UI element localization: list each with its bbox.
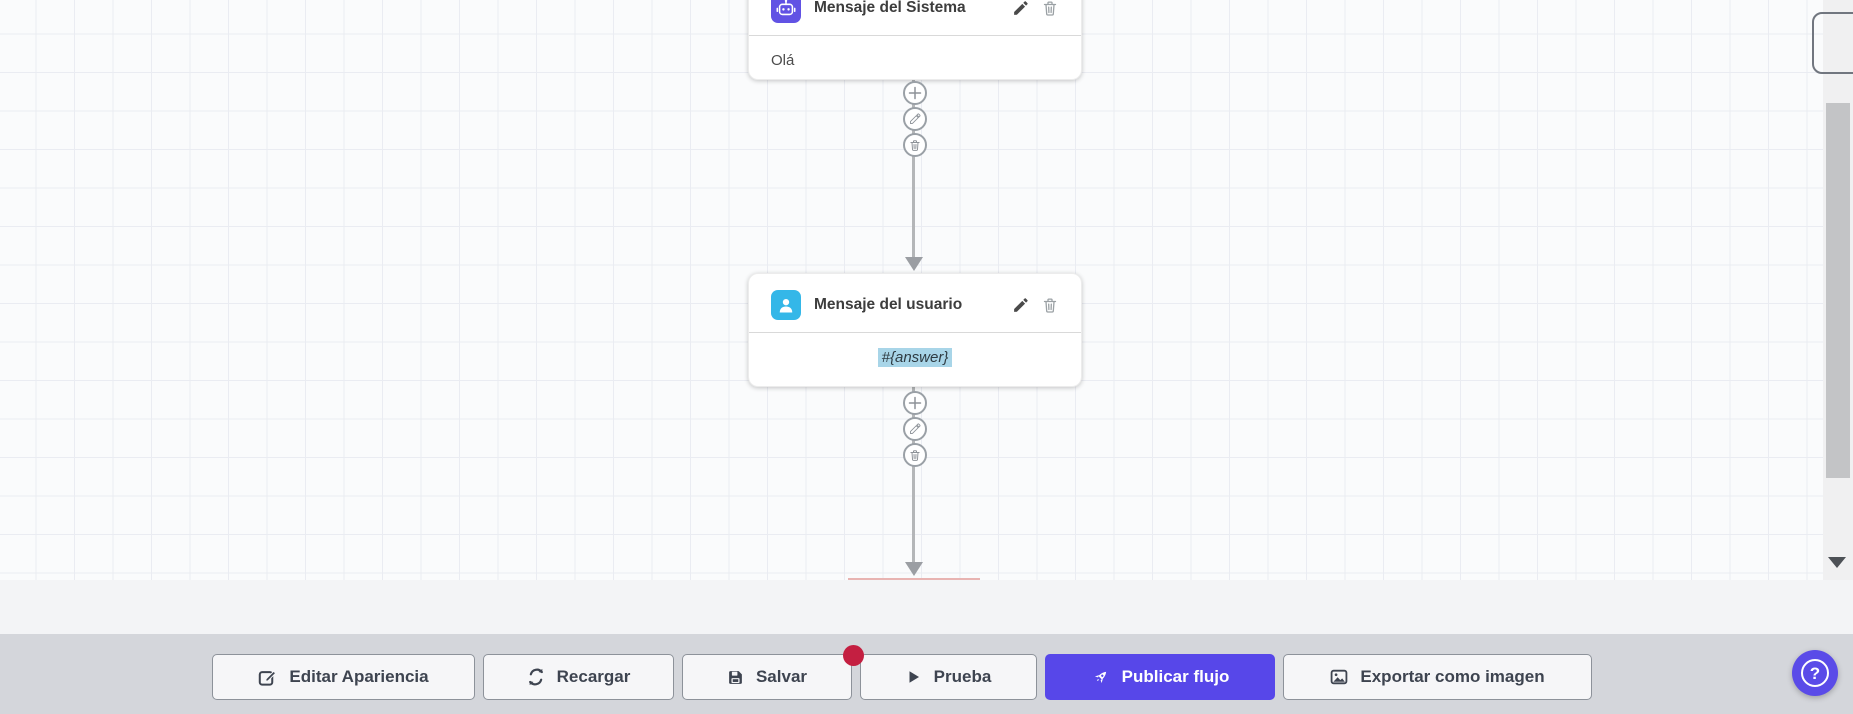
bottom-toolbar: Editar Apariencia Recargar xyxy=(0,634,1853,714)
play-icon xyxy=(906,669,922,685)
delete-connector-button[interactable] xyxy=(903,443,927,467)
publish-flow-button[interactable]: Publicar flujo xyxy=(1045,654,1275,700)
rocket-icon xyxy=(1091,668,1110,687)
divider xyxy=(749,35,1081,36)
connector-line xyxy=(912,387,915,563)
export-image-button[interactable]: Exportar como imagen xyxy=(1283,654,1592,700)
connector-arrowhead-icon xyxy=(905,562,923,576)
robot-icon xyxy=(771,0,801,23)
save-button[interactable]: Salvar xyxy=(682,654,852,700)
node-body-text: Olá xyxy=(771,52,795,69)
node-card-system-message[interactable]: Mensaje del Sistema xyxy=(748,0,1082,80)
button-label: Editar Apariencia xyxy=(289,667,429,686)
node-card-user-message[interactable]: Mensaje del usuario xyxy=(748,273,1082,387)
node-title: Mensaje del usuario xyxy=(814,296,963,313)
canvas-lower-band xyxy=(0,580,1853,634)
connector-arrowhead-icon xyxy=(905,257,923,271)
delete-node-icon[interactable] xyxy=(1042,297,1059,314)
connector-line xyxy=(912,80,915,258)
scrollbar-thumb[interactable] xyxy=(1826,103,1850,478)
variable-token: #{answer} xyxy=(877,348,953,367)
clipped-next-node-edge xyxy=(848,578,980,580)
button-label: Publicar flujo xyxy=(1121,667,1230,686)
help-button[interactable]: ? xyxy=(1792,650,1838,696)
edit-connector-button[interactable] xyxy=(903,107,927,131)
save-icon xyxy=(727,669,744,686)
button-label: Recargar xyxy=(556,667,631,686)
node-header: Mensaje del usuario xyxy=(771,290,1059,320)
reload-button[interactable]: Recargar xyxy=(483,654,674,700)
add-node-button[interactable] xyxy=(903,391,927,415)
scrollbar-down-arrow-icon[interactable] xyxy=(1828,557,1846,568)
add-node-button[interactable] xyxy=(903,81,927,105)
question-icon: ? xyxy=(1801,659,1829,687)
edit-node-icon[interactable] xyxy=(1012,0,1029,17)
edit-connector-button[interactable] xyxy=(903,417,927,441)
edit-square-icon xyxy=(258,668,277,687)
button-label: Salvar xyxy=(755,667,808,686)
delete-connector-button[interactable] xyxy=(903,133,927,157)
node-title: Mensaje del Sistema xyxy=(814,0,966,16)
delete-node-icon[interactable] xyxy=(1042,0,1059,17)
edit-appearance-button[interactable]: Editar Apariencia xyxy=(212,654,475,700)
unsaved-changes-badge xyxy=(843,645,864,666)
divider xyxy=(749,332,1081,333)
question-mark: ? xyxy=(1809,663,1821,683)
test-button[interactable]: Prueba xyxy=(860,654,1037,700)
clipped-corner-panel xyxy=(1812,12,1853,74)
node-header: Mensaje del Sistema xyxy=(771,0,1059,23)
image-icon xyxy=(1330,668,1348,686)
user-icon xyxy=(771,290,801,320)
edit-node-icon[interactable] xyxy=(1012,297,1029,314)
refresh-icon xyxy=(527,668,545,686)
button-label: Prueba xyxy=(933,667,992,686)
button-label: Exportar como imagen xyxy=(1360,667,1545,686)
